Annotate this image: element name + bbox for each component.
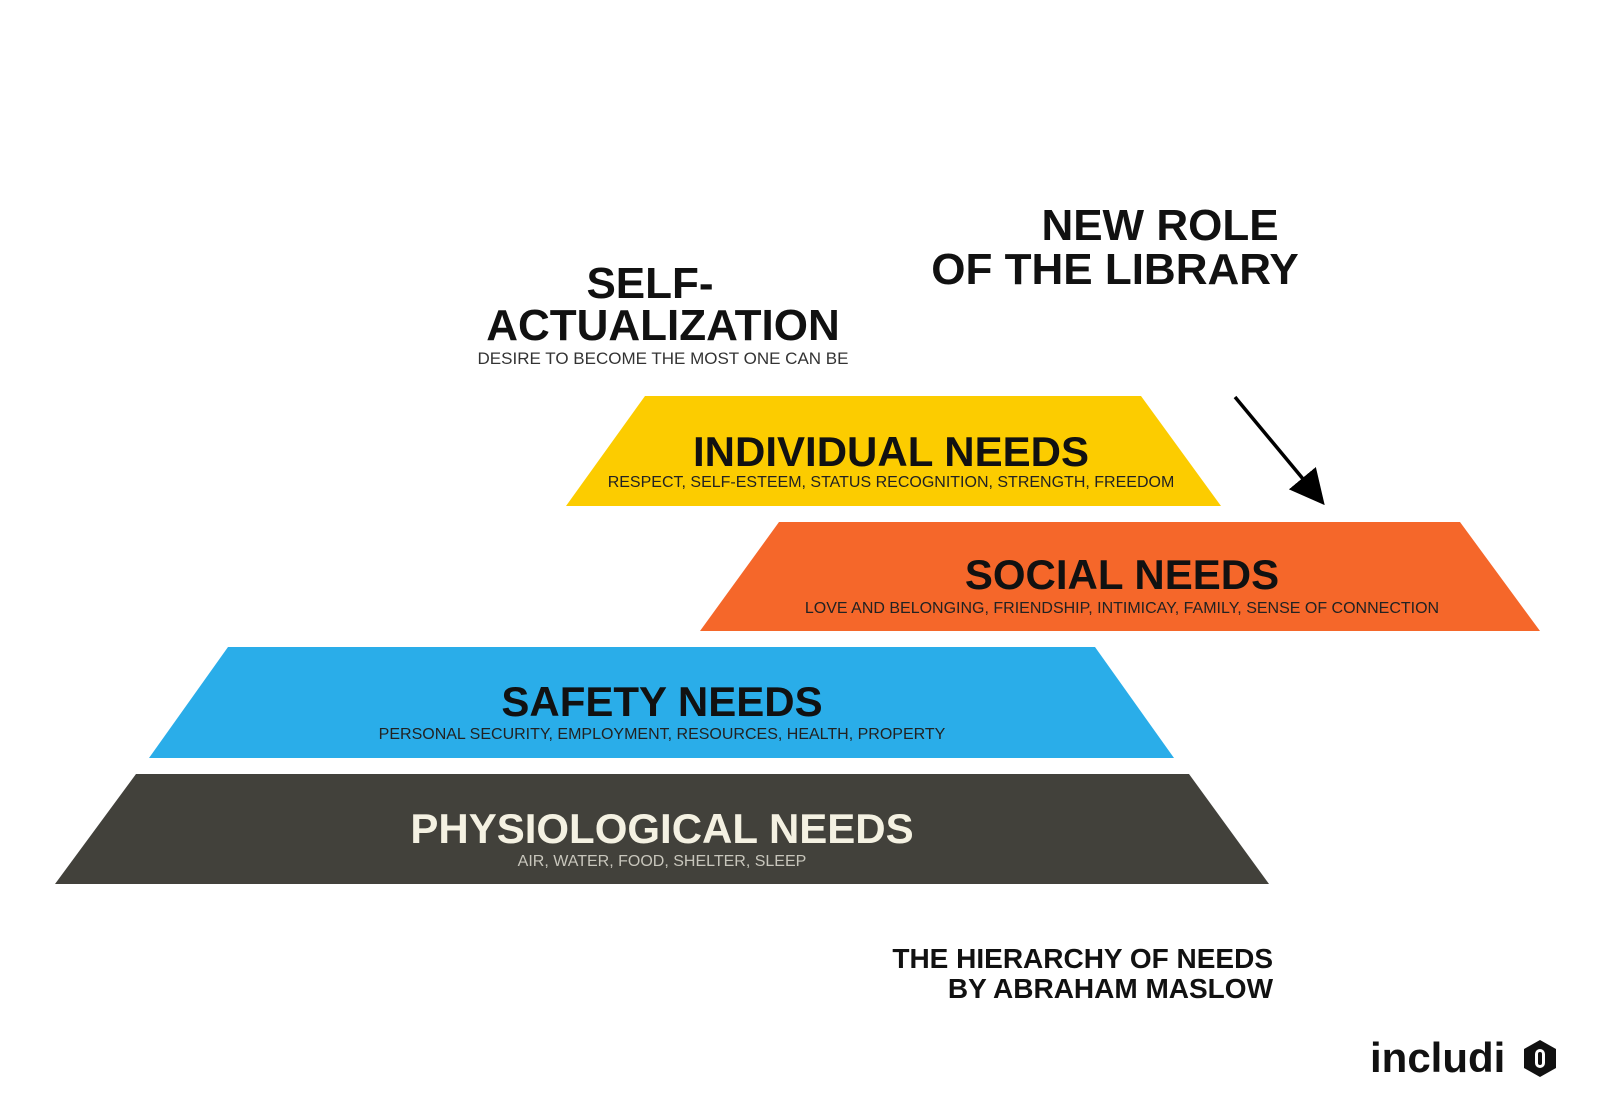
tier-safety-title: SAFETY NEEDS: [501, 678, 822, 725]
self-actualization-title-line1: SELF-: [586, 259, 713, 308]
hexagon-zero-icon: [1524, 1040, 1556, 1077]
self-actualization-title-line2: ACTUALIZATION: [486, 301, 840, 350]
self-actualization-description: DESIRE TO BECOME THE MOST ONE CAN BE: [478, 349, 849, 368]
caption-line1: THE HIERARCHY OF NEEDS: [892, 943, 1273, 974]
tier-social-title: SOCIAL NEEDS: [965, 551, 1279, 598]
tier-safety-needs: SAFETY NEEDS PERSONAL SECURITY, EMPLOYME…: [149, 647, 1174, 758]
new-role-line1: NEW ROLE: [1041, 201, 1278, 250]
logo-text: includi: [1370, 1034, 1505, 1081]
new-role-label: NEW ROLE OF THE LIBRARY: [931, 201, 1298, 294]
tier-physiological-shape: [55, 774, 1269, 884]
tier-safety-shape: [149, 647, 1174, 758]
tier-social-description: LOVE AND BELONGING, FRIENDSHIP, INTIMICA…: [805, 600, 1439, 617]
caption-line2: BY ABRAHAM MASLOW: [948, 973, 1274, 1004]
arrow-icon: [1233, 395, 1325, 506]
new-role-line2: OF THE LIBRARY: [931, 245, 1298, 294]
tier-social-needs: SOCIAL NEEDS LOVE AND BELONGING, FRIENDS…: [700, 522, 1540, 631]
tier-physiological-title: PHYSIOLOGICAL NEEDS: [410, 805, 913, 852]
tier-individual-needs: INDIVIDUAL NEEDS RESPECT, SELF-ESTEEM, S…: [566, 396, 1221, 506]
tier-individual-shape: [566, 396, 1221, 506]
tier-social-shape: [700, 522, 1540, 631]
tier-individual-description: RESPECT, SELF-ESTEEM, STATUS RECOGNITION…: [608, 474, 1175, 491]
tier-physiological-description: AIR, WATER, FOOD, SHELTER, SLEEP: [518, 853, 807, 870]
tier-individual-title: INDIVIDUAL NEEDS: [693, 428, 1089, 475]
includi-logo: includi: [1370, 1034, 1556, 1081]
caption: THE HIERARCHY OF NEEDS BY ABRAHAM MASLOW: [892, 943, 1273, 1004]
self-actualization-label: SELF- ACTUALIZATION DESIRE TO BECOME THE…: [478, 259, 849, 368]
tier-safety-description: PERSONAL SECURITY, EMPLOYMENT, RESOURCES…: [379, 726, 946, 743]
tier-physiological-needs: PHYSIOLOGICAL NEEDS AIR, WATER, FOOD, SH…: [55, 774, 1269, 884]
